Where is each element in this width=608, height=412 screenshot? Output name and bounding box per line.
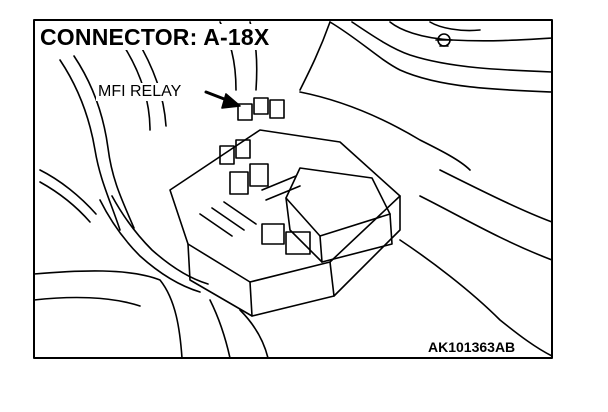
relay-box [169,97,401,317]
arrow-icon [204,90,241,109]
hoses [39,21,258,293]
illustration-border [33,19,553,359]
reservoir-outline [299,21,553,93]
lower-components [33,91,553,359]
figure-id: AK101363AB [426,339,518,355]
cap-symbol-icon [435,33,453,47]
connector-title: CONNECTOR: A-18X [38,24,272,50]
mfi-relay-label: MFI RELAY [96,83,184,101]
